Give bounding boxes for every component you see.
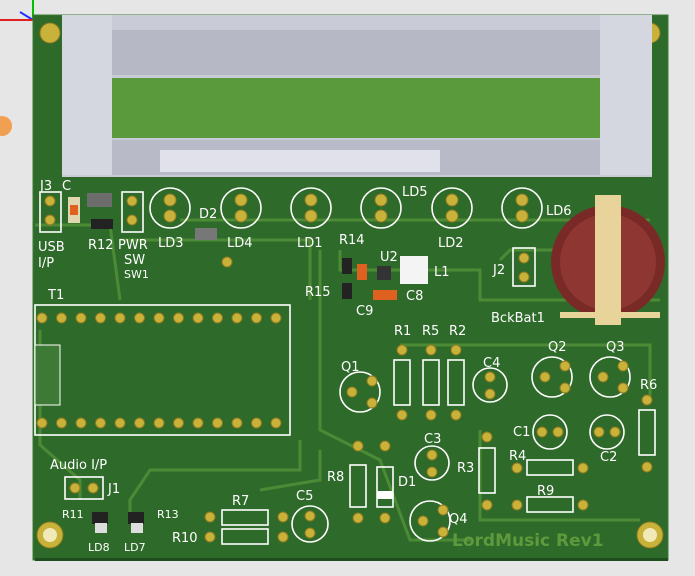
label-r1: R1 — [394, 324, 411, 339]
label-c: C — [62, 179, 71, 194]
board-brand-text: LordMusic Rev1 — [452, 531, 604, 551]
t1-pin — [75, 312, 87, 324]
label-q4: Q4 — [449, 512, 468, 527]
smd-parts — [68, 193, 428, 533]
t1-pin — [75, 417, 87, 429]
label-r11: R11 — [62, 508, 84, 521]
label-c4: C4 — [483, 356, 500, 371]
t1-pin — [56, 312, 67, 324]
t1-pin — [56, 417, 67, 429]
label-d1: D1 — [398, 475, 416, 490]
label-audio-ip: Audio I/P — [50, 458, 107, 473]
label-ld6: LD6 — [546, 204, 572, 219]
t1-pin — [153, 417, 165, 429]
silkscreen-labels: J3 C USB I/P R12 PWR SW SW1 LD3 D2 LD4 L… — [38, 179, 657, 554]
label-j2: J2 — [492, 263, 505, 278]
label-r2: R2 — [449, 324, 466, 339]
label-c5: C5 — [296, 489, 313, 504]
t1-pin — [231, 312, 243, 324]
label-q2: Q2 — [548, 340, 567, 355]
t1-pin — [251, 312, 262, 324]
label-ld2: LD2 — [438, 236, 464, 251]
t1-pin — [192, 417, 204, 429]
label-r4: R4 — [509, 449, 526, 464]
t1-pin — [251, 417, 262, 429]
label-r12: R12 — [88, 238, 114, 253]
label-sw1: SW1 — [124, 268, 149, 281]
label-d2: D2 — [199, 207, 217, 222]
label-ld4: LD4 — [227, 236, 253, 251]
label-q3: Q3 — [606, 340, 625, 355]
label-r14: R14 — [339, 233, 365, 248]
label-j3: J3 — [39, 179, 52, 194]
label-l1: L1 — [434, 265, 450, 280]
label-r10: R10 — [172, 531, 198, 546]
t1-pin — [212, 312, 223, 324]
t1-pin — [134, 312, 145, 324]
label-c3: C3 — [424, 432, 441, 447]
label-r8: R8 — [327, 470, 344, 485]
label-ld8: LD8 — [88, 541, 110, 554]
t1-pin — [173, 312, 184, 324]
transistors-capacitors — [221, 256, 631, 543]
headers — [39, 191, 536, 500]
orientation-marker — [0, 116, 12, 136]
t1-pin — [36, 312, 48, 324]
label-sw: SW — [124, 253, 145, 268]
label-j1: J1 — [107, 482, 120, 497]
xyz-axes-icon — [0, 0, 34, 21]
t1-pin — [173, 417, 184, 429]
label-t1: T1 — [47, 288, 64, 303]
t1-pin — [114, 312, 126, 324]
t1-pin — [36, 417, 48, 429]
label-ld1: LD1 — [297, 236, 323, 251]
label-c8: C8 — [406, 289, 423, 304]
label-u2: U2 — [380, 250, 398, 265]
t1-pin — [270, 417, 282, 429]
t1-pin — [270, 312, 282, 324]
transformer-t1 — [34, 304, 291, 436]
t1-pin — [95, 312, 106, 324]
label-usb: USB — [38, 240, 65, 255]
t1-pin — [114, 417, 126, 429]
t1-pin — [134, 417, 145, 429]
label-q1: Q1 — [341, 360, 360, 375]
t1-pin — [231, 417, 243, 429]
t1-pin — [192, 312, 204, 324]
label-r13: R13 — [157, 508, 179, 521]
label-c9: C9 — [356, 304, 373, 319]
label-c2: C2 — [600, 450, 617, 465]
label-r15: R15 — [305, 285, 331, 300]
t1-pin — [95, 417, 106, 429]
resistors — [204, 344, 656, 545]
t1-pin — [153, 312, 165, 324]
label-ld3: LD3 — [158, 236, 184, 251]
coin-cell-battery — [551, 195, 665, 325]
leds — [149, 187, 543, 229]
label-r9: R9 — [537, 484, 554, 499]
label-ip: I/P — [38, 256, 54, 271]
label-c1: C1 — [513, 425, 530, 440]
label-bckbat1: BckBat1 — [491, 311, 545, 326]
label-r6: R6 — [640, 378, 657, 393]
label-ld7: LD7 — [124, 541, 146, 554]
battery-holder — [62, 15, 652, 177]
label-r3: R3 — [457, 461, 474, 476]
label-r7: R7 — [232, 494, 249, 509]
label-pwr: PWR — [118, 238, 148, 253]
label-ld5: LD5 — [402, 185, 428, 200]
label-r5: R5 — [422, 324, 439, 339]
t1-pin — [212, 417, 223, 429]
